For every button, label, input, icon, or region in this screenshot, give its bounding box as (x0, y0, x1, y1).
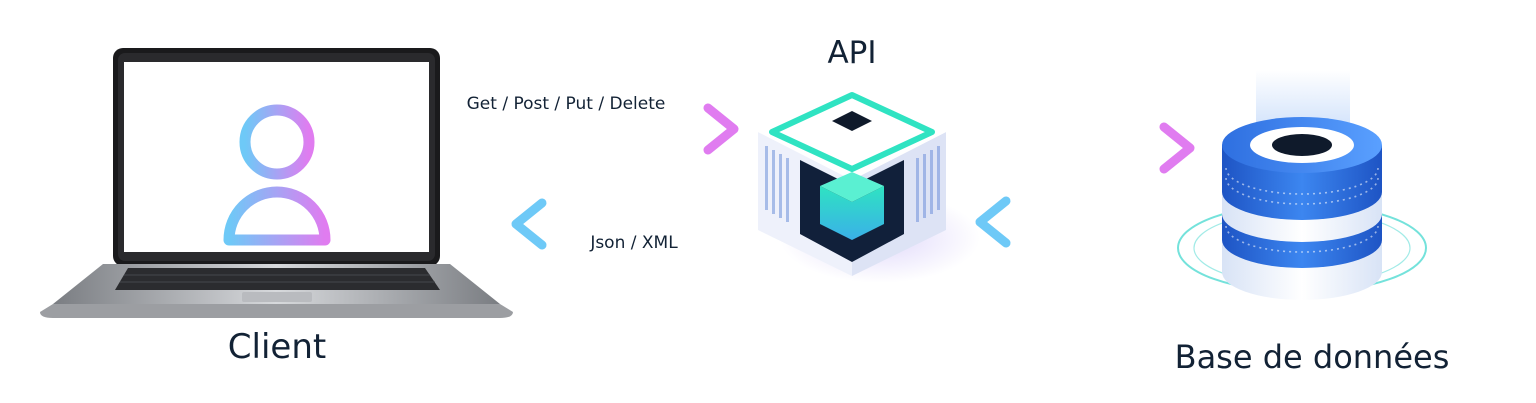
response-arrow (511, 198, 643, 250)
query-arrow (1065, 122, 1195, 174)
laptop-user-icon (40, 48, 513, 318)
request-arrow (609, 103, 739, 155)
server-cube-icon (758, 84, 980, 283)
database-cylinder-icon (1177, 70, 1427, 300)
api-label: API (827, 35, 876, 71)
client-label: Client (228, 327, 326, 367)
response-format-label: Json / XML (589, 233, 678, 253)
result-arrow (975, 196, 1103, 248)
database-label: Base de données (1175, 338, 1450, 376)
request-methods-label: Get / Post / Put / Delete (467, 94, 666, 114)
